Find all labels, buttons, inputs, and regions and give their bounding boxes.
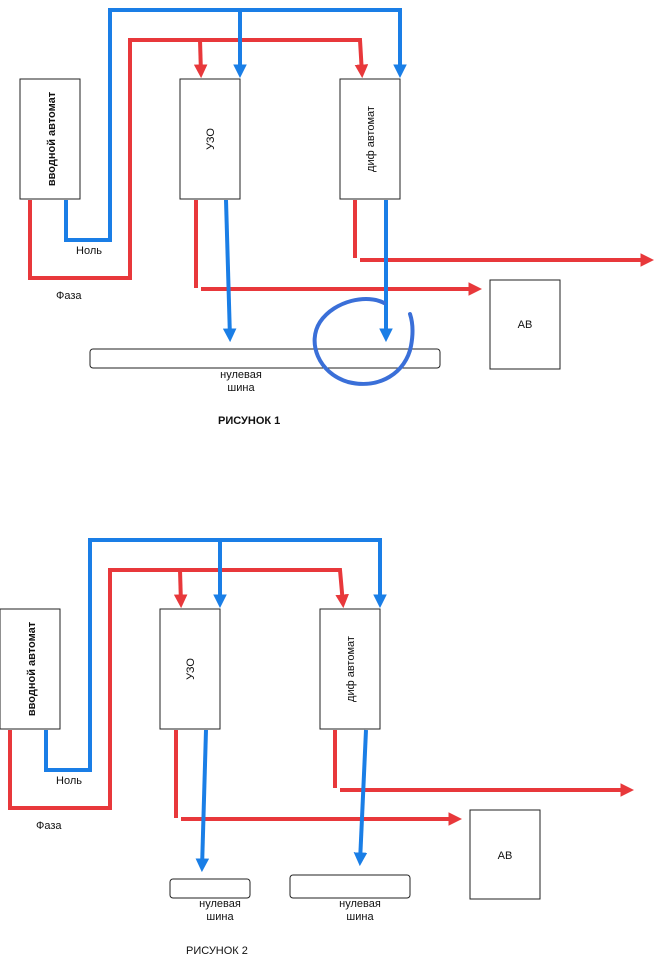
rcbo-box (339, 78, 401, 200)
neutral-bus-label-line1: нулевая (220, 369, 262, 381)
neutral-bus (89, 348, 441, 369)
neutral-rcd-out-wire (222, 199, 237, 343)
main-breaker-label: вводной автомат (26, 621, 38, 716)
breaker-box (469, 809, 541, 900)
rcd-box (159, 608, 221, 730)
neutral-bus-rcd (169, 878, 251, 899)
phase-wires-fig2 (8, 568, 635, 826)
neutral-label: Ноль (56, 775, 82, 787)
neutral-label: Ноль (76, 245, 102, 257)
phase-to-rcd-wire (173, 569, 188, 609)
phase-feed-wire (28, 38, 369, 280)
main-breaker-label: вводной автомат (46, 91, 58, 186)
figure-1-caption: РИСУНОК 1 (218, 415, 280, 427)
neutral-bus-rcd-label-line2: шина (206, 911, 234, 923)
highlight-circle (312, 297, 415, 386)
rcbo-box (319, 608, 381, 730)
main-breaker-box (0, 608, 61, 730)
phase-label: Фаза (56, 290, 82, 302)
figure-1: вводной автомат УЗО диф автомат АВ нулев… (19, 8, 655, 427)
figure-2-caption: РИСУНОК 2 (186, 945, 248, 957)
breaker-label: АВ (498, 850, 513, 862)
phase-label: Фаза (36, 820, 62, 832)
neutral-feed-wire (64, 8, 407, 242)
neutral-bus-rcbo-label-line1: нулевая (339, 898, 381, 910)
neutral-rcd-out-wire (195, 729, 210, 873)
neutral-bus-label-line2: шина (227, 382, 255, 394)
neutral-wires-fig2 (44, 538, 387, 873)
rcd-box (179, 78, 241, 200)
figure-2: вводной автомат УЗО диф автомат АВ нулев… (0, 538, 635, 957)
breaker-box (489, 279, 561, 370)
main-breaker-box (19, 78, 81, 200)
rcd-label: УЗО (205, 128, 217, 150)
breaker-label: АВ (518, 319, 533, 331)
phase-wires-fig1 (28, 38, 655, 296)
rcd-label: УЗО (185, 658, 197, 680)
neutral-rcbo-out-wire (353, 729, 368, 867)
rcbo-label: диф автомат (345, 636, 357, 702)
neutral-wires-fig1 (64, 8, 407, 343)
neutral-bus-rcd-label-line1: нулевая (199, 898, 241, 910)
phase-feed-wire (8, 568, 349, 810)
neutral-feed-wire (44, 538, 387, 772)
rcbo-label: диф автомат (365, 106, 377, 172)
phase-to-rcd-wire (193, 39, 208, 79)
neutral-bus-rcbo (289, 874, 411, 899)
neutral-bus-rcbo-label-line2: шина (346, 911, 374, 923)
